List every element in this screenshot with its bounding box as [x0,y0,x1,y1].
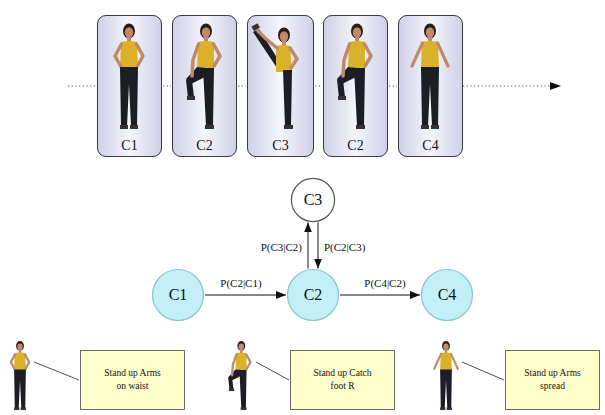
transition-arrow [205,295,286,296]
transition-arrow [340,295,420,296]
person-figure [11,341,29,410]
frame-fill [172,15,237,157]
pose-frame: C3 [247,15,314,157]
frame-fill [398,15,463,157]
leader-line [462,362,504,380]
person-figure [251,23,297,129]
callout-box: Stand up Arms on waist [80,350,185,410]
state-circle: C1 [152,269,204,321]
transition-label: P(C4|C2) [363,277,406,290]
state-label: C1 [121,138,137,154]
frame-fill [97,15,162,157]
state-circle: C3 [291,178,335,222]
circle-shape [291,178,334,221]
timeline-segment [238,86,246,87]
timeline-segment [315,86,322,87]
state-label: C2 [196,138,212,154]
timeline-segment [389,86,397,87]
pose-frame: C4 [398,15,463,157]
person-figure [115,24,143,130]
state-label: C3 [304,191,323,209]
state-label: C2 [347,138,363,154]
timeline-arrowhead [550,82,561,90]
frame-fill [247,15,314,157]
transition-arrow [308,222,309,268]
timeline-lead [68,86,97,87]
pose-frame: C2 [323,15,388,157]
callout-text: Stand up Catch foot R [311,367,375,393]
person-figure [337,24,371,130]
transition-label: P(C2|C3) [323,241,366,254]
person-figure [412,24,448,130]
state-circle: C2 [287,269,339,321]
state-label: C4 [438,286,457,304]
timeline-tail [463,86,551,87]
transition-label: P(C3|C2) [260,241,303,254]
frame-fill [323,15,388,157]
person-figure [186,24,220,130]
callout-text: Stand up Arms spread [521,367,585,393]
state-label: C2 [304,286,323,304]
leader-line [256,362,289,380]
callout-box: Stand up Arms spread [505,350,600,410]
pose-frame: C2 [172,15,237,157]
transition-arrow [318,222,319,268]
leader-line [34,362,79,380]
transition-label: P(C2|C1) [219,277,262,290]
circle-shape [153,270,204,321]
state-circle: C4 [421,269,473,321]
callout-text: Stand up Arms on waist [101,367,165,393]
state-label: C3 [272,138,288,154]
circle-shape [422,270,473,321]
person-figure [434,341,458,410]
frame-fills [97,15,463,157]
pose-frame: C1 [97,15,162,157]
state-label: C1 [169,286,188,304]
callout-box: Stand up Catch foot R [290,350,395,410]
person-figure [228,341,250,410]
timeline-segment [163,86,171,87]
circle-shape [288,270,339,321]
state-label: C4 [422,138,438,154]
